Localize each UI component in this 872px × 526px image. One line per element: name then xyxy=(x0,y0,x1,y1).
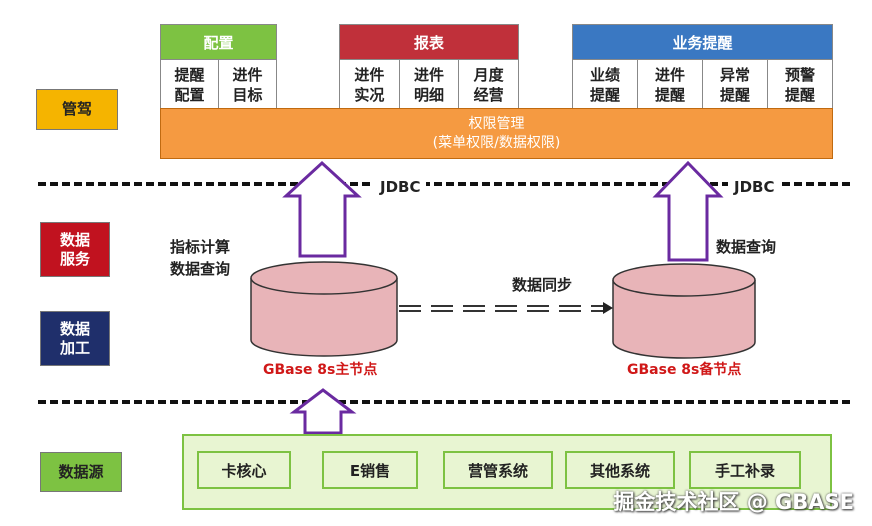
permission-title: 权限管理 xyxy=(468,115,525,132)
module-report: 报表 进件 实况 进件 明细 月度 经营 xyxy=(339,24,519,111)
module-item: 进件 实况 xyxy=(340,60,400,110)
module-config: 配置 提醒 配置 进件 目标 xyxy=(160,24,277,111)
separator-top xyxy=(38,182,850,186)
module-report-title: 报表 xyxy=(339,24,519,60)
source-card-core: 卡核心 xyxy=(197,451,291,489)
primary-db-cylinder xyxy=(250,261,398,357)
module-item: 预警 提醒 xyxy=(784,66,815,104)
module-item: 进件 目标 xyxy=(232,66,263,104)
module-item: 进件 明细 xyxy=(400,60,460,110)
module-alert-title: 业务提醒 xyxy=(572,24,833,60)
module-report-items: 进件 实况 进件 明细 月度 经营 xyxy=(339,60,519,111)
module-item: 业绩 提醒 xyxy=(573,60,638,110)
layer-management: 管驾 xyxy=(36,89,118,130)
up-arrow-primary-jdbc xyxy=(282,160,362,258)
standby-service-text: 数据查询 xyxy=(716,238,777,256)
module-config-items: 提醒 配置 进件 目标 xyxy=(160,60,277,111)
permission-subtitle: (菜单权限/数据权限) xyxy=(432,134,561,151)
jdbc-label-left: JDBC xyxy=(374,176,427,198)
jdbc-label-right: JDBC xyxy=(728,176,781,198)
layer-data-service: 数据 服务 xyxy=(40,222,110,277)
module-item: 月度 经营 xyxy=(473,66,504,104)
permission-management-bar: 权限管理 (菜单权限/数据权限) xyxy=(160,108,833,159)
up-arrow-sources xyxy=(289,388,357,435)
standby-db-cylinder xyxy=(612,263,756,359)
module-item: 提醒 配置 xyxy=(161,60,219,110)
source-other-systems: 其他系统 xyxy=(565,451,675,489)
sync-label: 数据同步 xyxy=(512,276,573,294)
source-operation-mgmt: 营管系统 xyxy=(443,451,553,489)
layer-data-source: 数据源 xyxy=(40,452,122,492)
module-item: 进件 提醒 xyxy=(638,60,703,110)
separator-bottom xyxy=(38,400,850,404)
standby-node-label: GBase 8s备节点 xyxy=(627,362,742,378)
module-config-title: 配置 xyxy=(160,24,277,60)
source-e-sales: E销售 xyxy=(322,451,418,489)
sync-arrow xyxy=(399,302,613,314)
module-item: 异常 提醒 xyxy=(703,60,768,110)
source-manual-entry: 手工补录 xyxy=(689,451,801,489)
primary-node-label: GBase 8s主节点 xyxy=(263,362,378,378)
up-arrow-standby-jdbc xyxy=(652,160,724,262)
watermark: 掘金技术社区 @ GBASE xyxy=(613,490,854,514)
layer-data-processing: 数据 加工 xyxy=(40,311,110,366)
primary-service-text: 指标计算 数据查询 xyxy=(170,238,231,278)
